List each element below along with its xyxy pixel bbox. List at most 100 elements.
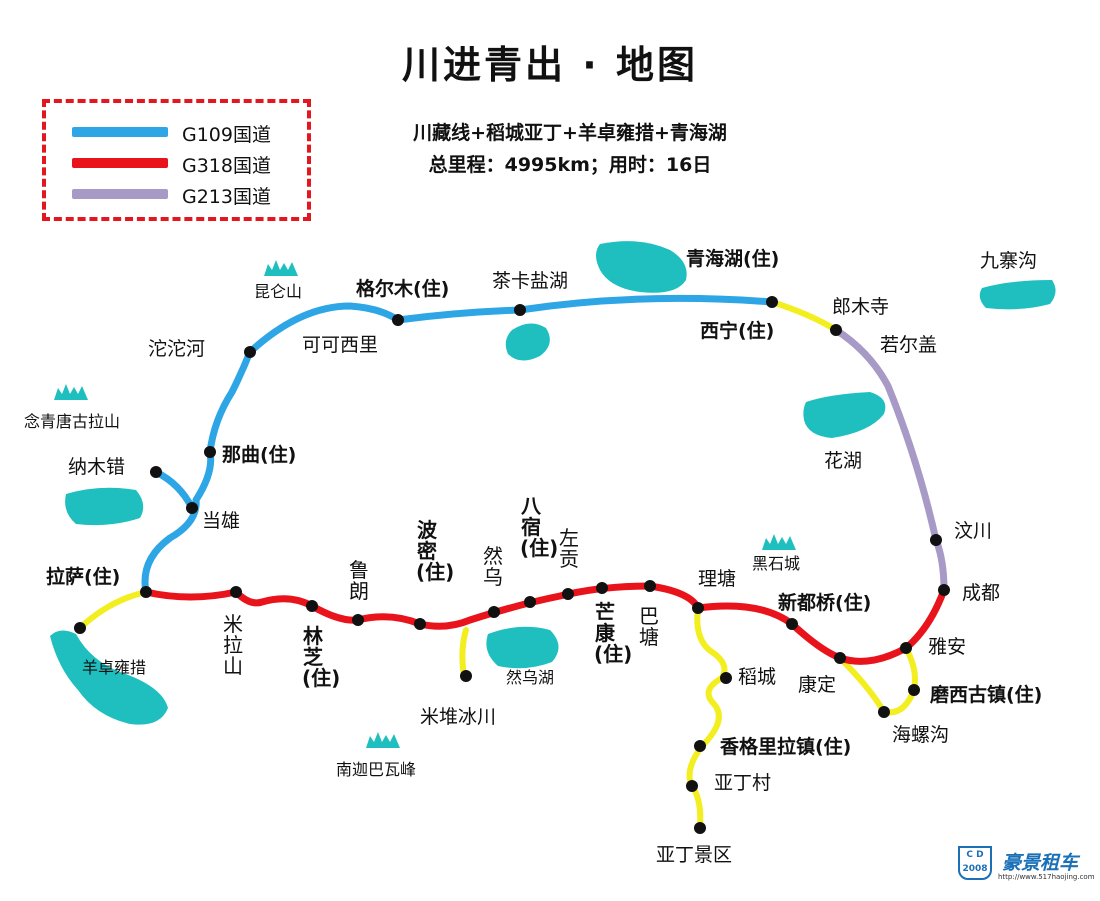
stop-dot	[414, 618, 426, 630]
place-label-vertical: 然乌	[483, 544, 503, 589]
stops	[74, 296, 950, 834]
place-label: 亚丁村	[714, 772, 772, 794]
stop-dot	[596, 582, 608, 594]
lake-jiuzhaigou	[979, 280, 1056, 310]
stop-dot	[230, 586, 242, 598]
lake-namucuo	[65, 487, 144, 526]
lake-qinghaihu	[596, 241, 687, 293]
place-label: 西宁(住)	[700, 320, 775, 342]
legend-label: G318国道	[182, 155, 271, 177]
stop-dot	[694, 822, 706, 834]
stop-dot	[830, 324, 842, 336]
place-label-vertical: 左贡	[559, 526, 579, 571]
place-label: 花湖	[824, 450, 863, 472]
place-label-vertical: 米拉山	[223, 612, 243, 678]
subtitle-distance: 总里程：4995km；用时：16日	[428, 154, 712, 176]
place-label: 香格里拉镇(住)	[720, 736, 852, 758]
lake-huahu	[803, 392, 886, 438]
place-label: 成都	[962, 582, 1001, 604]
stop-dot	[524, 596, 536, 608]
place-label: 拉萨(住)	[46, 566, 121, 588]
stop-dot	[834, 652, 846, 664]
place-label: 理塘	[698, 568, 737, 590]
place-label: 昆仑山	[254, 282, 303, 301]
brand-name: 豪景租车	[1002, 852, 1079, 874]
stop-dot	[562, 588, 574, 600]
lake-chaka	[505, 323, 550, 361]
mountain-icon	[762, 534, 796, 550]
place-label: 若尔盖	[880, 334, 938, 356]
legend: G109国道 G318国道 G213国道	[42, 99, 311, 221]
page-title: 川进青出 · 地图	[402, 43, 698, 87]
stop-dot	[686, 780, 698, 792]
subtitle-route: 川藏线+稻城亚丁+羊卓雍措+青海湖	[413, 122, 727, 144]
place-label-vertical: 八宿(住)	[520, 494, 559, 560]
legend-swatch	[72, 189, 168, 199]
stop-dot	[720, 672, 732, 684]
stop-dot	[186, 502, 198, 514]
mountain-icon	[264, 260, 298, 276]
brand-url: http://www.517haojing.com	[998, 873, 1095, 881]
place-label: 雅安	[928, 636, 967, 658]
place-label: 念青唐古拉山	[24, 412, 121, 431]
place-label: 青海湖(住)	[686, 248, 780, 270]
place-label: 黑石城	[752, 554, 801, 573]
brand-badge: C D 2008	[958, 846, 992, 880]
legend-swatch	[72, 158, 168, 168]
stop-dot	[938, 584, 950, 596]
stop-dot	[488, 606, 500, 618]
stop-dot	[786, 618, 798, 630]
lake-ranwuhu	[486, 626, 559, 669]
legend-label: G213国道	[182, 186, 271, 208]
lake-yangzhuo	[50, 630, 168, 725]
lakes	[50, 241, 1056, 725]
place-label: 汶川	[954, 520, 993, 542]
place-label: 海螺沟	[892, 724, 950, 746]
stop-dot	[930, 534, 942, 546]
place-label: 郎木寺	[832, 296, 890, 318]
stop-dot	[694, 740, 706, 752]
brand-badge-year: 2008	[962, 864, 988, 874]
brand-logo: C D 2008 豪景租车 http://www.517haojing.com	[958, 846, 1095, 886]
place-label: 沱沱河	[148, 338, 206, 360]
route-yangzhuo	[77, 589, 149, 631]
stop-dot	[204, 446, 216, 458]
place-label: 格尔木(住)	[356, 278, 450, 300]
stop-dot	[900, 642, 912, 654]
place-label: 那曲(住)	[222, 444, 297, 466]
place-label-vertical: 波密(住)	[416, 518, 455, 584]
place-label: 纳木错	[68, 456, 126, 478]
place-label: 可可西里	[302, 334, 379, 356]
stop-dot	[306, 600, 318, 612]
legend-swatch	[72, 127, 168, 137]
stop-dot	[460, 670, 472, 682]
place-label: 米堆冰川	[420, 706, 497, 728]
stop-dot	[766, 296, 778, 308]
place-label: 九寨沟	[980, 250, 1038, 272]
place-label-vertical: 芒康(住)	[594, 600, 633, 666]
place-label: 亚丁景区	[656, 844, 733, 866]
mountain-icon	[366, 732, 400, 748]
mountains	[54, 260, 796, 748]
place-label: 茶卡盐湖	[492, 270, 569, 292]
place-label: 羊卓雍措	[82, 658, 147, 677]
stop-dot	[514, 304, 526, 316]
route-hailuogou	[837, 645, 918, 716]
place-label: 南迦巴瓦峰	[336, 760, 417, 779]
stop-dot	[392, 314, 404, 326]
route-g213	[832, 326, 948, 594]
mountain-icon	[54, 384, 88, 400]
legend-label: G109国道	[182, 124, 271, 146]
stop-dot	[352, 614, 364, 626]
place-label-vertical: 鲁朗	[349, 558, 369, 603]
stop-dot	[908, 684, 920, 696]
stop-dot	[140, 586, 152, 598]
place-label: 然乌湖	[506, 668, 555, 687]
brand-badge-text: C D	[966, 850, 984, 860]
stop-dot	[74, 622, 86, 634]
place-label: 新都桥(住)	[778, 592, 872, 614]
place-label: 稻城	[738, 666, 777, 688]
place-label-vertical: 巴塘	[639, 604, 659, 649]
